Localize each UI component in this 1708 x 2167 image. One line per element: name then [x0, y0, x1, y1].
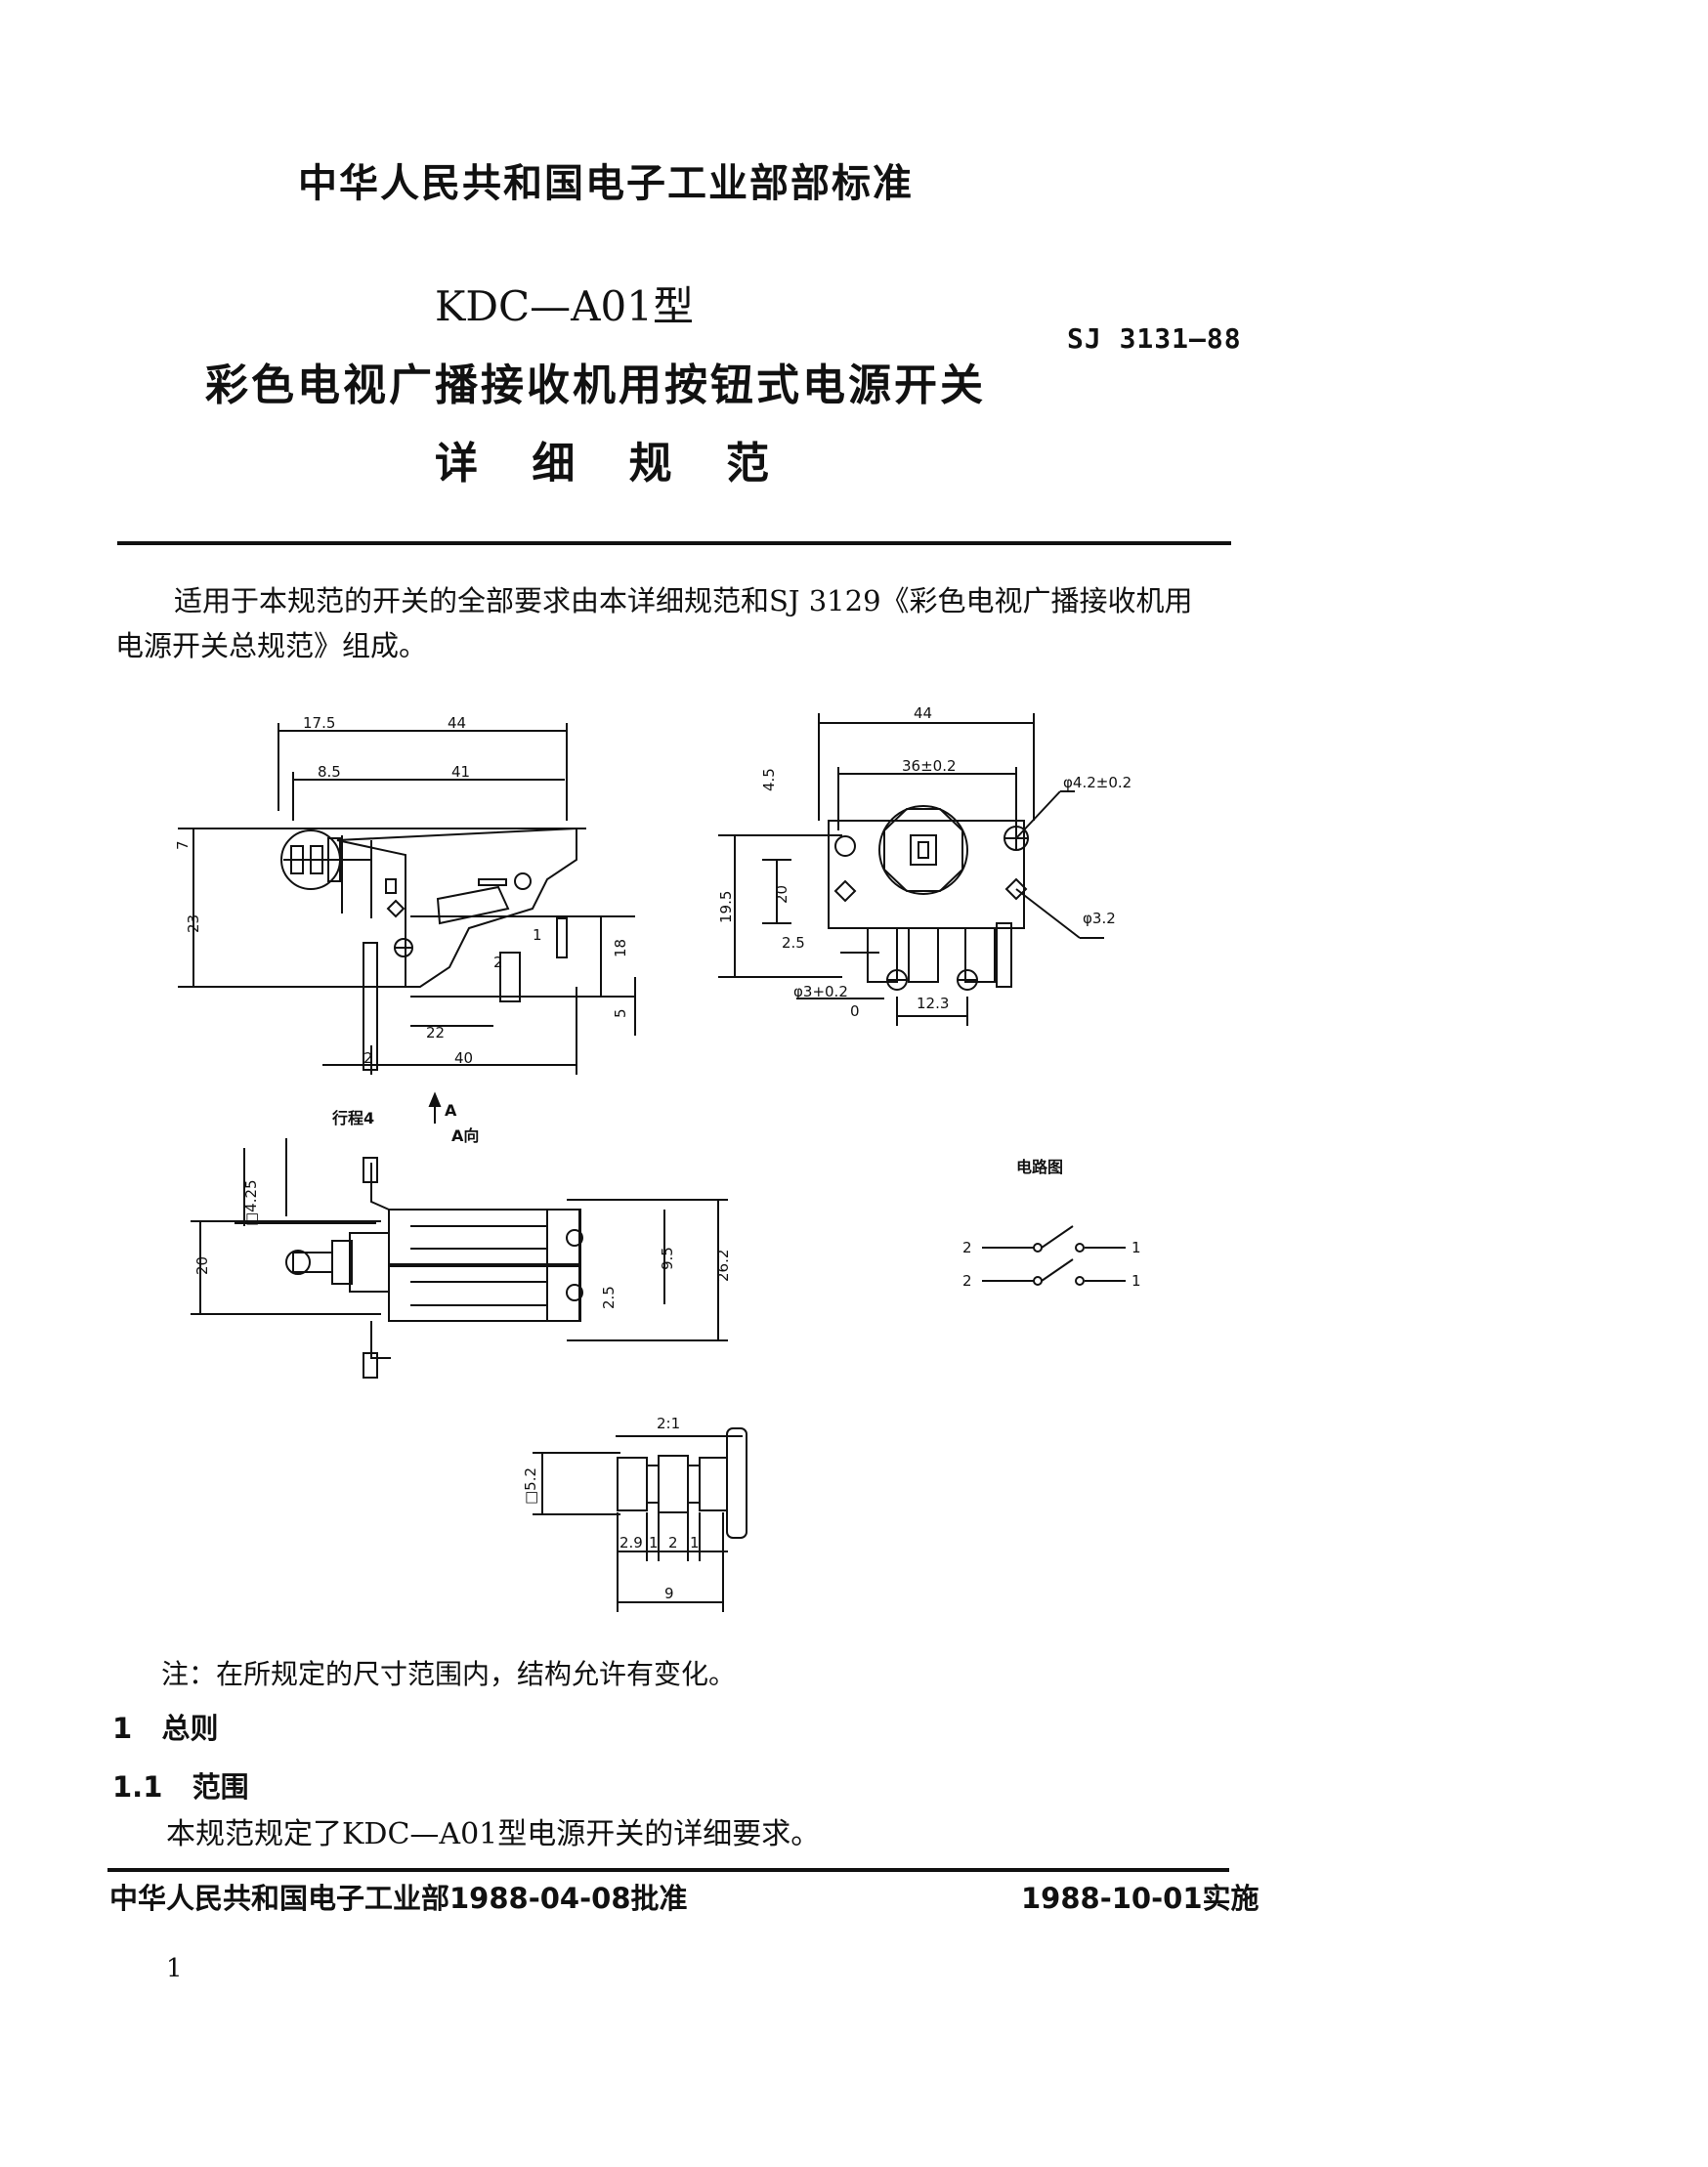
svg-text:2: 2 [668, 1534, 678, 1551]
section-1-heading: 1 总则 [112, 1706, 219, 1747]
svg-text:20: 20 [193, 1256, 211, 1275]
circuit-diagram: 电路图 2 1 2 1 [962, 1158, 1141, 1290]
drawing-note: 注：在所规定的尺寸范围内，结构允许有变化。 [161, 1658, 737, 1690]
effective-date: 1988-10-01实施 [1021, 1882, 1260, 1915]
svg-text:1: 1 [1132, 1272, 1141, 1290]
section-title: 总则 [161, 1712, 219, 1745]
svg-text:9.5: 9.5 [659, 1247, 676, 1270]
button-detail-drawing: 2:1 □5.2 2.9 1 2 1 9 [522, 1415, 747, 1612]
svg-text:2: 2 [962, 1272, 972, 1290]
svg-text:2.5: 2.5 [600, 1286, 618, 1309]
svg-text:0: 0 [850, 1002, 860, 1020]
svg-text:41: 41 [451, 763, 470, 781]
svg-text:φ3.2: φ3.2 [1083, 910, 1116, 927]
model-title: KDC—A01型 [435, 282, 694, 330]
section-number: 1 [112, 1712, 133, 1745]
circuit-title: 电路图 [1016, 1158, 1063, 1176]
svg-text:2: 2 [363, 1049, 373, 1067]
svg-text:17.5: 17.5 [303, 714, 335, 732]
svg-text:行程4: 行程4 [331, 1109, 374, 1127]
svg-text:A: A [445, 1101, 457, 1120]
svg-text:5: 5 [612, 1008, 629, 1018]
document-subtitle: 详 细 规 范 [435, 439, 769, 489]
svg-text:1: 1 [690, 1534, 700, 1551]
svg-text:2: 2 [493, 954, 503, 971]
svg-text:7: 7 [174, 840, 192, 850]
svg-text:9: 9 [664, 1585, 674, 1602]
svg-text:2: 2 [962, 1239, 972, 1256]
svg-text:1: 1 [1132, 1239, 1141, 1256]
svg-text:23: 23 [185, 914, 202, 933]
svg-text:4.5: 4.5 [760, 768, 778, 791]
standard-code: SJ 3131—88 [1067, 322, 1242, 355]
svg-text:40: 40 [454, 1049, 473, 1067]
footer-rule [107, 1868, 1229, 1872]
section-1-1-body: 本规范规定了KDC—A01型电源开关的详细要求。 [166, 1817, 821, 1851]
svg-text:18: 18 [612, 939, 629, 957]
svg-text:44: 44 [448, 714, 466, 732]
svg-text:12.3: 12.3 [917, 995, 949, 1012]
svg-text:φ4.2±0.2: φ4.2±0.2 [1063, 774, 1132, 791]
svg-text:8.5: 8.5 [318, 763, 341, 781]
svg-text:2:1: 2:1 [657, 1415, 680, 1432]
document-title: 彩色电视广播接收机用按钮式电源开关 [205, 361, 986, 410]
svg-text:22: 22 [426, 1024, 445, 1041]
svg-text:1: 1 [649, 1534, 659, 1551]
svg-text:□4.25: □4.25 [242, 1179, 260, 1226]
side-view-drawing: 17.5 44 8.5 41 7 23 18 5 22 40 2 1 2 [174, 714, 636, 1075]
svg-text:φ3+0.2: φ3+0.2 [793, 983, 848, 1000]
page-number: 1 [166, 1954, 183, 1983]
svg-text:□5.2: □5.2 [522, 1467, 539, 1505]
svg-text:2.9: 2.9 [619, 1534, 643, 1551]
svg-text:1: 1 [533, 926, 542, 944]
front-view-drawing: 44 36±0.2 φ4.2±0.2 4.5 19.5 20 φ3.2 2.5 … [717, 704, 1132, 1026]
approval-statement: 中华人民共和国电子工业部1988-04-08批准 [109, 1882, 688, 1915]
section-title: 范围 [192, 1770, 249, 1804]
header-rule [117, 541, 1231, 545]
intro-paragraph-line-2: 电源开关总规范》组成。 [115, 629, 428, 662]
svg-text:2.5: 2.5 [782, 934, 805, 952]
section-1-1-heading: 1.1 范围 [112, 1764, 249, 1806]
svg-text:36±0.2: 36±0.2 [902, 757, 957, 775]
organization-header: 中华人民共和国电子工业部部标准 [298, 161, 914, 206]
svg-text:26.2: 26.2 [714, 1250, 732, 1282]
section-number: 1.1 [112, 1770, 163, 1804]
svg-text:44: 44 [914, 704, 932, 722]
svg-text:20: 20 [773, 885, 790, 904]
technical-drawing: 17.5 44 8.5 41 7 23 18 5 22 40 2 1 2 [174, 704, 1141, 1612]
svg-text:19.5: 19.5 [717, 891, 735, 923]
svg-text:A向: A向 [451, 1126, 479, 1145]
bottom-view-drawing: 行程4 A A向 □4.25 20 9.5 26.2 2.5 [191, 1091, 732, 1379]
intro-paragraph-line-1: 适用于本规范的开关的全部要求由本详细规范和SJ 3129《彩色电视广播接收机用 [174, 584, 1193, 617]
